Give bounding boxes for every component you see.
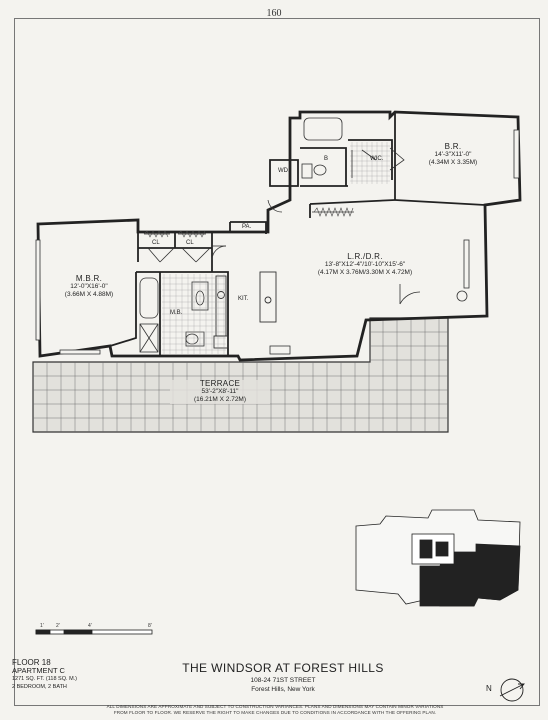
bedroom-metric: (4.34M X 3.35M) [428,159,478,166]
bedroom-name: B.R. [444,142,462,151]
page-number: 160 [266,8,282,19]
walls [36,110,522,362]
floor-info: FLOOR 18 APARTMENT C 1271 SQ. FT. (118 S… [12,659,77,691]
powder-label: PA. [242,224,252,230]
master-bedroom-metric: (3.66M X 4.88M) [64,291,114,298]
page-frame [14,18,540,706]
living-dining-label: L.R./D.R. 13'-8"X12'-4"/10'-10"X15'-6" (… [300,253,430,277]
bar-scale [35,629,153,635]
terrace-dims: 53'-2"X8'-11" [201,388,239,395]
closet-label-1: CL [152,240,160,246]
bath-fixtures [301,117,343,179]
disclaimer-line-1: ALL DIMENSIONS ARE APPROXIMATE AND SUBJE… [106,704,444,709]
scale-label-1: 1' [40,623,44,629]
fireplace-circle [456,290,468,302]
apartment-rooms: 2 BEDROOM, 2 BATH [12,684,67,690]
washer-dryer-label: WD. [278,168,290,174]
kitchen-fixtures [213,271,277,349]
bedroom-label: B.R. 14'-3"X11'-0" (4.34M X 3.35M) [408,143,498,167]
bath-tile [350,142,390,184]
scale-label-8: 8' [148,623,152,629]
building-city: Forest Hills, New York [251,686,315,693]
terrace-metric: (16.21M X 2.72M) [193,396,247,403]
apartment-area: 1271 SQ. FT. (118 SQ. M.) [12,676,78,682]
living-dining-dims: 13'-8"X12'-4"/10'-10"X15'-6" [324,261,406,268]
hanger-zigzag [143,207,354,238]
apartment-id: APARTMENT C [12,666,65,675]
building-street: 108-24 71ST STREET [250,677,316,684]
disclaimer-line-2: FROM FLOOR TO FLOOR. WE RESERVE THE RIGH… [113,710,437,715]
terrace-label: TERRACE 53'-2"X8'-11" (16.21M X 2.72M) [170,380,270,404]
disclaimer: ALL DIMENSIONS ARE APPROXIMATE AND SUBJE… [60,704,490,716]
master-bath-tile [162,274,226,354]
master-bedroom-dims: 12'-0"X16'-0" [70,283,108,290]
floor-number: FLOOR 18 [12,658,51,667]
master-bedroom-label: M.B.R. 12'-0"X16'-0" (3.66M X 4.88M) [44,275,134,299]
bath-label: B [324,156,329,162]
closet-label-2: CL [186,240,194,246]
building-name: THE WINDSOR AT FOREST HILLS [182,661,384,675]
bedroom-dims: 14'-3"X11'-0" [434,151,472,158]
north-label: N [486,684,492,693]
scale-label-2: 2' [56,623,60,629]
living-dining-name: L.R./D.R. [347,252,383,261]
doors [147,147,421,305]
terrace-name: TERRACE [199,379,241,388]
key-plan [355,509,521,607]
living-dining-metric: (4.17M X 3.76M/3.30M X 4.72M) [317,269,413,276]
windows [35,129,520,355]
kitchen-label: KIT. [238,296,249,302]
scale-label-4: 4' [88,623,92,629]
interior-walls [109,112,486,356]
compass-rose [499,678,525,702]
terrace-area [32,317,449,433]
master-bedroom-name: M.B.R. [75,274,103,283]
walk-in-closet-label: WIC. [370,156,384,162]
master-bath-label: M.B. [170,310,183,316]
